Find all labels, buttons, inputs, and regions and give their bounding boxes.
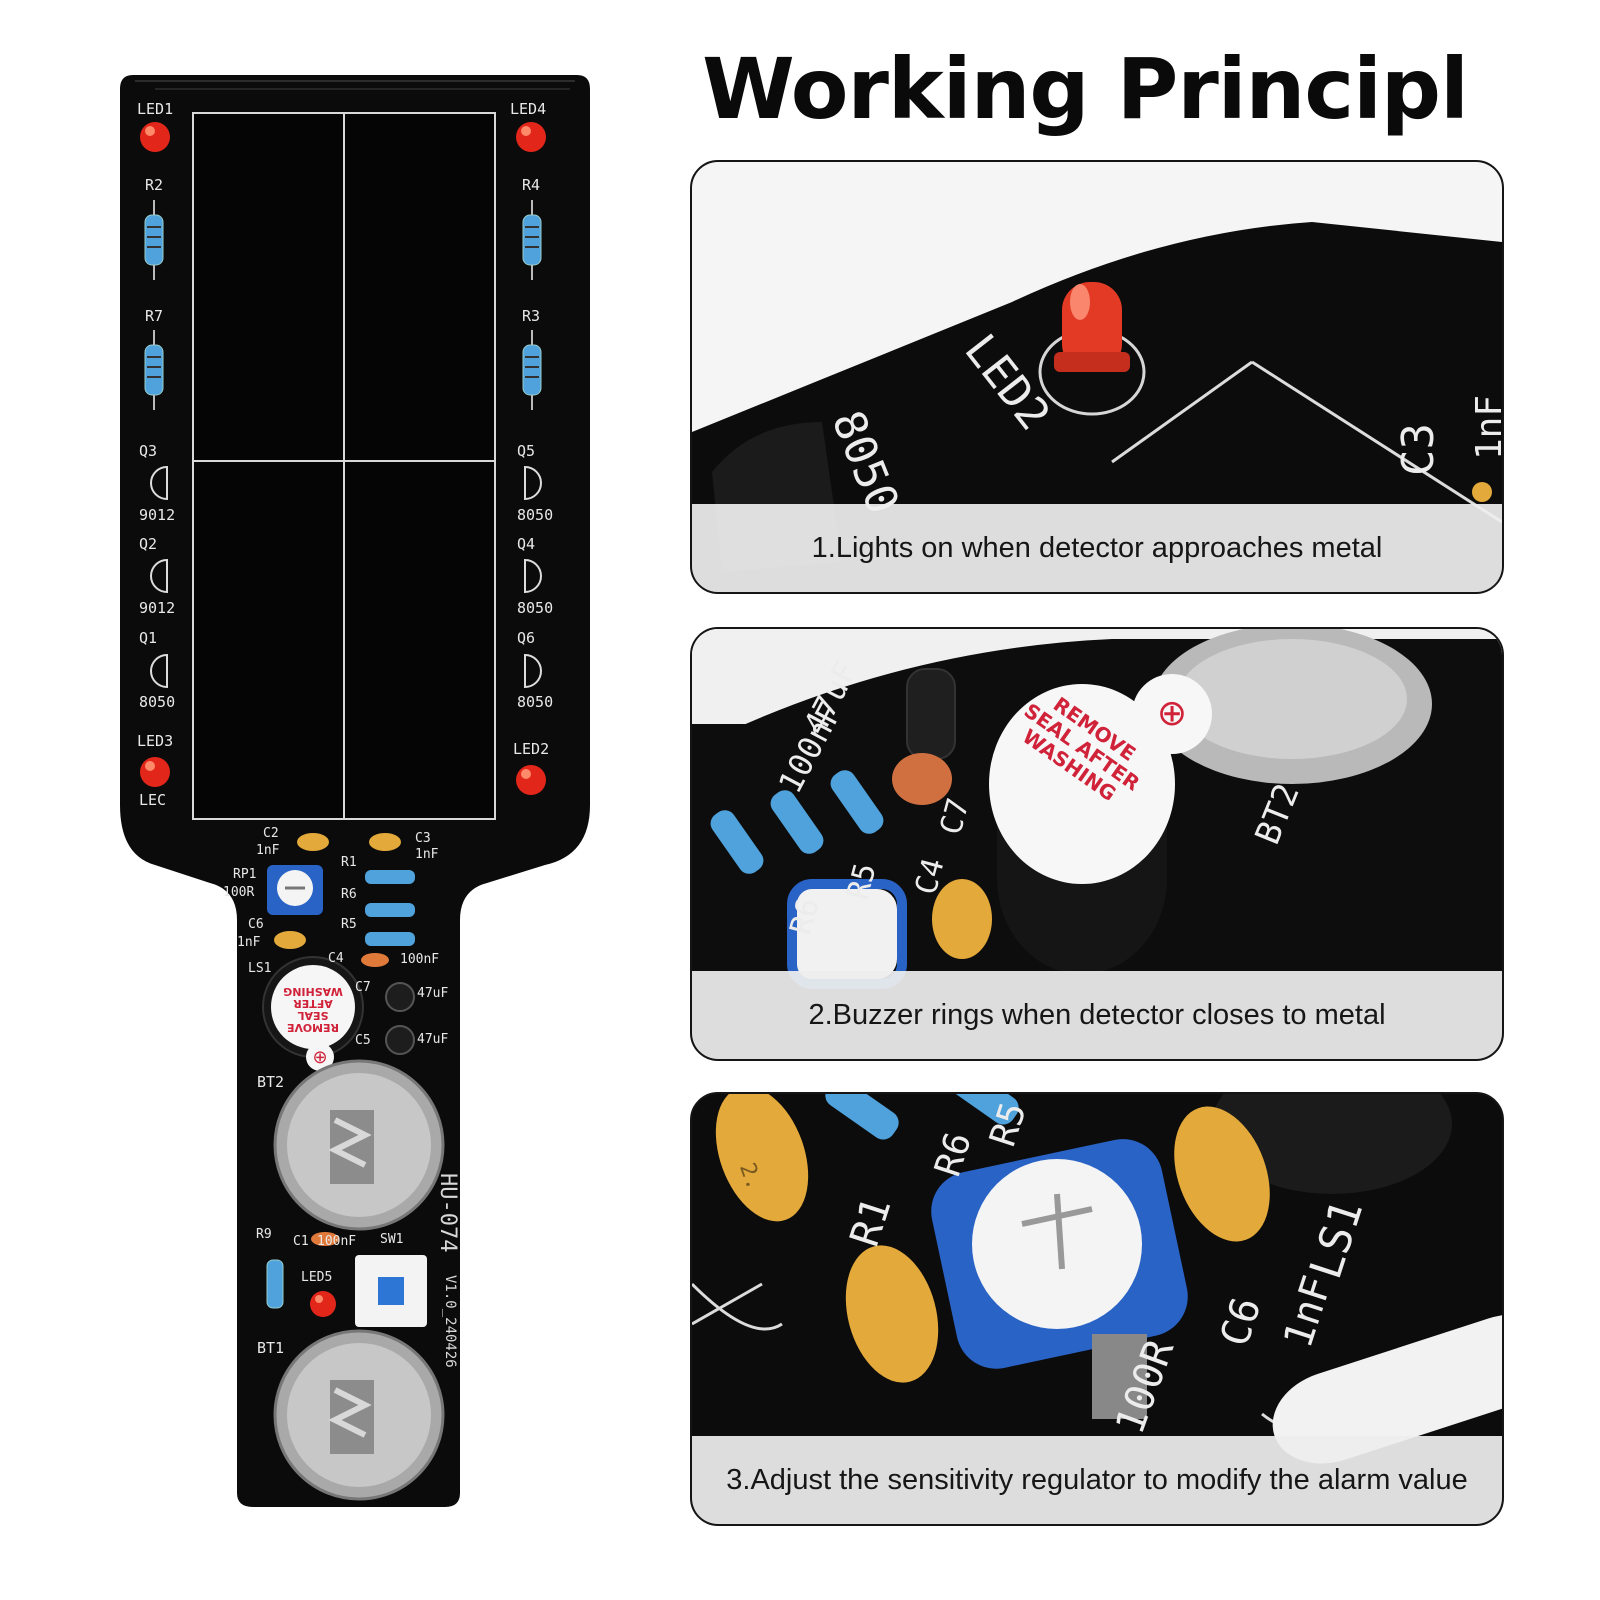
label-rp1: RP1 (233, 867, 257, 882)
label-c4-val: 100nF (400, 952, 440, 967)
label-r9: R9 (256, 1227, 272, 1242)
buzzer-seal-text: REMOVE SEAL AFTER WASHING (283, 985, 343, 1034)
label-q3: Q3 (139, 442, 158, 460)
label-rp1-val: 100R (223, 885, 255, 900)
label-q6-part: 8050 (517, 693, 554, 711)
svg-text:⊕: ⊕ (312, 1047, 327, 1068)
label-c5-val: 47uF (417, 1032, 449, 1047)
panel1-cap-label: C3 (1392, 423, 1444, 476)
label-q3-part: 9012 (139, 506, 176, 524)
label-q1-part: 8050 (139, 693, 176, 711)
label-c2-val: 1nF (256, 843, 280, 858)
label-c1: C1 (293, 1234, 309, 1249)
label-sw1: SW1 (380, 1232, 404, 1247)
panel1-cap-value: 1nF (1469, 394, 1504, 461)
page-title: Working Principl (702, 40, 1469, 138)
led-dot (140, 122, 546, 1317)
label-c1-val: 100nF (317, 1234, 357, 1249)
label-r7: R7 (145, 307, 164, 325)
label-bt1: BT1 (257, 1339, 285, 1357)
label-led4: LED4 (510, 100, 547, 118)
pcb-board-graphic: ⊕ (120, 75, 590, 1507)
label-c7: C7 (355, 980, 371, 995)
label-led3-sub: LEC (139, 791, 167, 809)
label-q4-part: 8050 (517, 599, 554, 617)
label-model: HU-074 (435, 1173, 460, 1253)
label-led1: LED1 (137, 100, 174, 118)
label-q6: Q6 (517, 629, 536, 647)
panel3-caption: 3.Adjust the sensitivity regulator to mo… (692, 1436, 1502, 1524)
label-q4: Q4 (517, 535, 536, 553)
label-r2: R2 (145, 176, 164, 194)
label-led2: LED2 (513, 740, 550, 758)
label-led3: LED3 (137, 732, 174, 750)
panel1-caption: 1.Lights on when detector approaches met… (692, 504, 1502, 592)
panel2-caption: 2.Buzzer rings when detector closes to m… (692, 971, 1502, 1059)
label-r4: R4 (522, 176, 541, 194)
label-led5: LED5 (301, 1270, 333, 1285)
label-r5: R5 (341, 917, 357, 932)
label-bt2: BT2 (257, 1073, 285, 1091)
label-ls1: LS1 (248, 961, 272, 976)
label-c5: C5 (355, 1033, 371, 1048)
panel2-photo: ⊕ (692, 629, 1502, 1059)
label-q5-part: 8050 (517, 506, 554, 524)
label-c3: C3 (415, 831, 431, 846)
label-r3: R3 (522, 307, 541, 325)
label-c6-val: 1nF (237, 935, 261, 950)
pcb-board: ⊕ LED1 LED4 R2 R4 R7 R3 Q3 9012 Q5 8050 … (115, 75, 595, 1555)
label-r6: R6 (341, 887, 357, 902)
panel-sensitivity: R1 R6 R5 LS1 C6 1nF 100R 2. 3.Adjust the… (690, 1092, 1504, 1526)
label-version: V1.0_240426 (442, 1275, 458, 1368)
panel-led-indicator: LED2 8050 C3 1nF 1.Lights on when detect… (690, 160, 1504, 594)
label-q1: Q1 (139, 629, 158, 647)
label-r1: R1 (341, 855, 357, 870)
label-c6: C6 (248, 917, 264, 932)
label-c3-val: 1nF (415, 847, 439, 862)
label-c2: C2 (263, 826, 279, 841)
panel-buzzer: ⊕ 47uF 100nF C7 C4 R5 R6 BT2 REMOVE SEAL… (690, 627, 1504, 1061)
label-c7-val: 47uF (417, 986, 449, 1001)
label-c4: C4 (328, 951, 344, 966)
label-q2-part: 9012 (139, 599, 176, 617)
label-q5: Q5 (517, 442, 536, 460)
svg-text:⊕: ⊕ (1157, 693, 1187, 734)
label-q2: Q2 (139, 535, 158, 553)
